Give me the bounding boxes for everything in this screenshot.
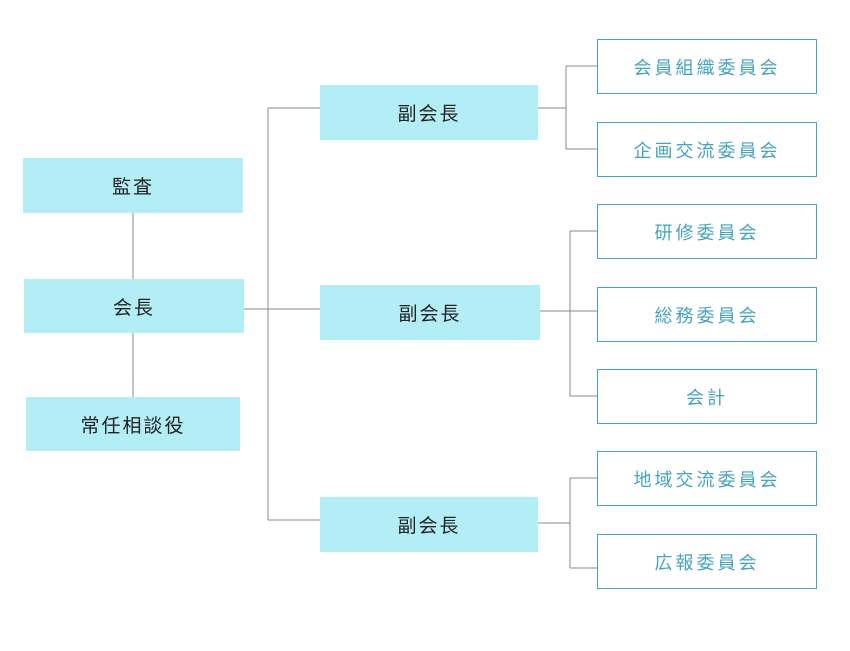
committee-box: 広報委員会	[597, 534, 817, 589]
vice-president-label-2: 副会長	[398, 303, 462, 325]
committee-label: 企画交流委員会	[633, 140, 781, 162]
committee-box: 総務委員会	[597, 287, 817, 342]
committee-box: 地域交流委員会	[597, 451, 817, 506]
vice-president-box-3: 副会長	[320, 497, 538, 552]
committee-label: 地域交流委員会	[633, 469, 781, 491]
vice-president-box-2: 副会長	[320, 285, 540, 340]
vice-president-label-1: 副会長	[397, 103, 461, 125]
committee-label: 会計	[686, 387, 728, 409]
committee-box: 企画交流委員会	[597, 122, 817, 177]
advisor-label: 常任相談役	[80, 414, 186, 437]
vice-president-label-3: 副会長	[397, 515, 461, 537]
committee-label: 研修委員会	[654, 222, 760, 244]
committee-label: 広報委員会	[654, 552, 760, 574]
committee-label: 会員組織委員会	[633, 57, 781, 79]
committee-label: 総務委員会	[654, 305, 760, 327]
audit-box: 監査	[23, 158, 243, 213]
advisor-box: 常任相談役	[26, 397, 240, 451]
president-box: 会長	[24, 279, 244, 333]
audit-label: 監査	[111, 176, 154, 198]
committee-box: 会員組織委員会	[597, 39, 817, 94]
committee-box: 会計	[597, 369, 817, 424]
vice-president-box-1: 副会長	[320, 85, 538, 140]
committee-box: 研修委員会	[597, 204, 817, 259]
president-label: 会長	[112, 296, 155, 319]
